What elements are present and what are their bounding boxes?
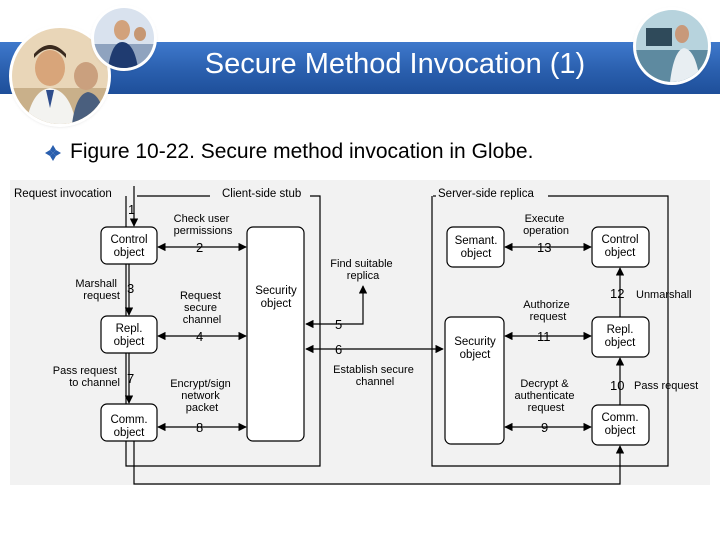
diamond-bullet-icon [45, 145, 61, 161]
step-12: 12 [610, 286, 624, 301]
step-2: 2 [196, 240, 203, 255]
unmarshall-label: Unmarshall [636, 289, 692, 301]
find-suitable-replica-label: Find suitable replica [330, 258, 395, 282]
slide-title: Secure Method Invocation (1) [204, 48, 586, 80]
step-7: 7 [127, 371, 134, 386]
svg-text:Control: Control [601, 234, 638, 246]
svg-text:Repl.: Repl. [607, 324, 634, 336]
server-side-frame [431, 195, 669, 467]
step-1: 1 [128, 202, 135, 217]
client-side-label: Client-side stub [222, 188, 301, 200]
business-photo-large [12, 28, 108, 124]
svg-text:object: object [460, 349, 491, 361]
server-comm-object: Comm. object [591, 404, 650, 446]
marshall-request-label: Marshall request [75, 278, 120, 302]
step-10: 10 [610, 378, 624, 393]
step-4: 4 [196, 329, 203, 344]
svg-text:Semant.: Semant. [455, 235, 498, 247]
step-13: 13 [537, 240, 551, 255]
svg-text:object: object [605, 337, 636, 349]
svg-text:Repl.: Repl. [116, 323, 143, 335]
client-repl-object: Repl. object [100, 315, 158, 354]
step-3: 3 [127, 281, 134, 296]
svg-text:object: object [114, 336, 145, 348]
figure-caption: Figure 10-22. Secure method invocation i… [70, 140, 534, 163]
client-control-object: Control object [100, 226, 158, 265]
step-9: 9 [541, 420, 548, 435]
svg-text:object: object [605, 425, 636, 437]
pass-request-label: Pass request [634, 380, 698, 392]
step-11: 11 [537, 329, 551, 344]
step-5: 5 [335, 317, 342, 332]
check-user-permissions-label: Check user permissions [174, 213, 233, 237]
figure-panel: Client-side stub Server-side replica Req… [10, 180, 710, 485]
svg-text:object: object [114, 427, 145, 439]
server-semant-object: Semant. object [446, 226, 505, 268]
request-invocation-label: Request invocation [14, 188, 112, 200]
server-repl-object: Repl. object [591, 316, 650, 358]
slide-header: Secure Method Invocation (1) [0, 0, 720, 124]
establish-secure-channel-label: Establish secure channel [333, 364, 417, 388]
step-8: 8 [196, 420, 203, 435]
svg-text:Comm.: Comm. [601, 412, 638, 424]
secure-method-invocation-diagram: Client-side stub Server-side replica Req… [14, 186, 698, 485]
server-control-object: Control object [591, 226, 650, 268]
svg-text:Security: Security [255, 285, 297, 297]
svg-text:object: object [605, 247, 636, 259]
step-6: 6 [335, 342, 342, 357]
server-security-object: Security object [444, 316, 505, 445]
business-photo-small [94, 8, 154, 68]
client-security-object: Security object [246, 226, 305, 442]
authorize-request-label: Authorize request [523, 299, 573, 323]
execute-operation-label: Execute operation [523, 213, 569, 237]
arrow-5 [305, 285, 368, 329]
client-side-frame [125, 195, 321, 467]
client-comm-object: Comm. object [100, 403, 158, 442]
svg-text:object: object [461, 248, 492, 260]
request-secure-channel-label: Request secure channel [180, 290, 224, 326]
pass-request-to-channel-label: Pass request to channel [53, 365, 120, 389]
decrypt-authenticate-label: Decrypt & authenticate request [515, 378, 578, 414]
svg-text:Control: Control [110, 234, 147, 246]
server-side-label: Server-side replica [438, 188, 534, 200]
svg-text:Security: Security [454, 336, 496, 348]
network-connection [133, 441, 625, 485]
svg-text:object: object [261, 298, 292, 310]
svg-text:object: object [114, 247, 145, 259]
encrypt-sign-label: Encrypt/sign network packet [170, 378, 234, 414]
svg-text:Comm.: Comm. [110, 414, 147, 426]
